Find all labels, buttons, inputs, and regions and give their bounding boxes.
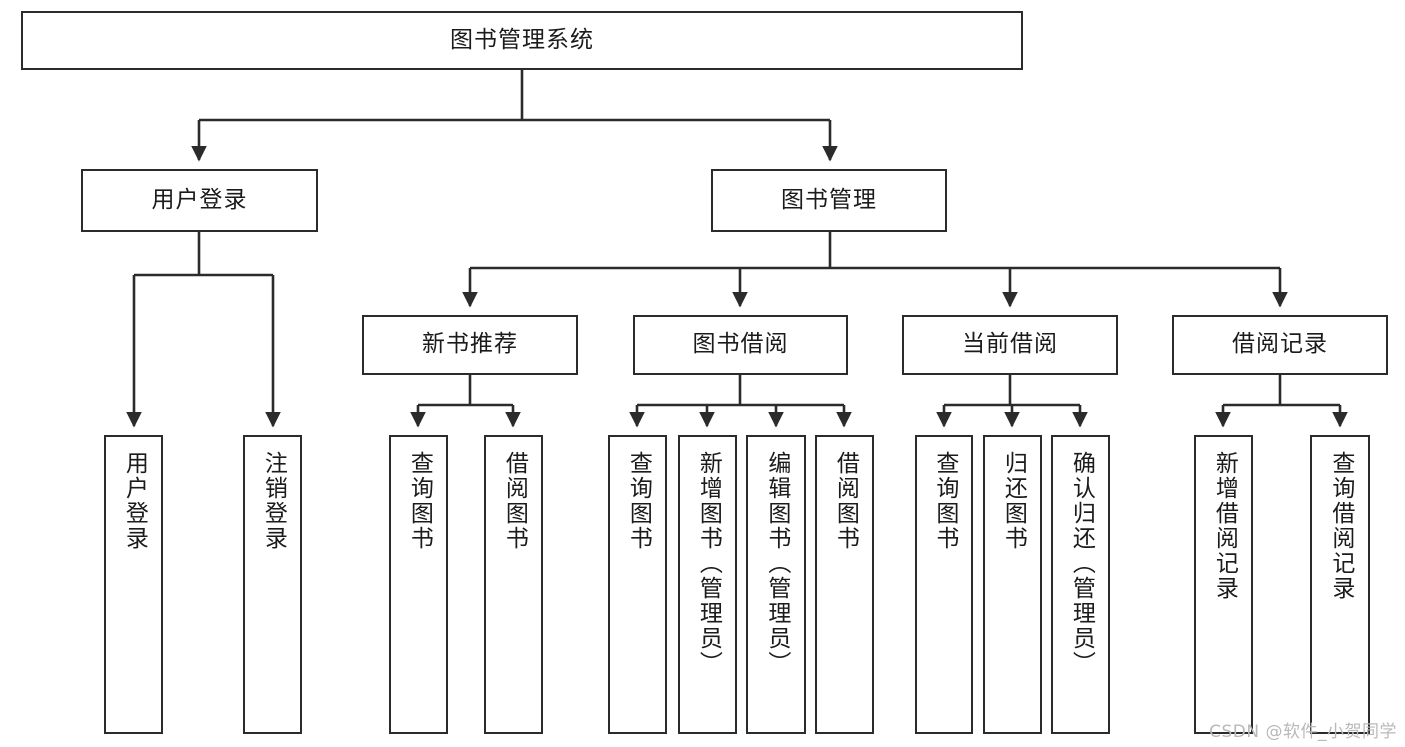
node-user-login[interactable]: 用户登录 — [81, 169, 318, 232]
node-book-management-label: 图书管理 — [781, 186, 877, 213]
leaf-user-login-label: 用户登录 — [121, 451, 148, 551]
leaf-query-book-current[interactable]: 查询图书 — [915, 435, 973, 734]
leaf-add-book-admin[interactable]: 新增图书（管理员） — [678, 435, 737, 734]
leaf-query-borrow-record[interactable]: 查询借阅记录 — [1310, 435, 1370, 734]
watermark: CSDN @软件_小贺同学 — [1209, 722, 1397, 742]
leaf-query-borrow-record-label: 查询借阅记录 — [1327, 451, 1354, 601]
node-new-book-recommend[interactable]: 新书推荐 — [362, 315, 578, 375]
node-new-book-recommend-label: 新书推荐 — [422, 331, 518, 358]
leaf-add-borrow-record-label: 新增借阅记录 — [1211, 451, 1238, 601]
leaf-add-book-admin-label: 新增图书（管理员） — [695, 451, 722, 676]
leaf-borrow-book-recommend-label: 借阅图书 — [501, 451, 528, 551]
leaf-edit-book-admin-label: 编辑图书（管理员） — [763, 451, 790, 676]
leaf-add-borrow-record[interactable]: 新增借阅记录 — [1194, 435, 1253, 734]
leaf-logout-login-label: 注销登录 — [260, 451, 287, 551]
leaf-query-book-current-label: 查询图书 — [931, 451, 958, 551]
leaf-return-book[interactable]: 归还图书 — [983, 435, 1042, 734]
leaf-query-book-recommend[interactable]: 查询图书 — [389, 435, 448, 734]
leaf-edit-book-admin[interactable]: 编辑图书（管理员） — [746, 435, 806, 734]
node-current-borrow-label: 当前借阅 — [962, 331, 1058, 358]
node-user-login-label: 用户登录 — [151, 186, 248, 213]
node-root-label: 图书管理系统 — [450, 26, 594, 53]
node-book-borrow[interactable]: 图书借阅 — [633, 315, 848, 375]
node-book-management[interactable]: 图书管理 — [711, 169, 947, 232]
leaf-query-book-borrow-label: 查询图书 — [625, 451, 652, 551]
node-borrow-record-label: 借阅记录 — [1232, 331, 1328, 358]
leaf-borrow-book-recommend[interactable]: 借阅图书 — [484, 435, 543, 734]
leaf-query-book-borrow[interactable]: 查询图书 — [608, 435, 667, 734]
leaf-confirm-return-admin[interactable]: 确认归还（管理员） — [1051, 435, 1110, 734]
node-borrow-record[interactable]: 借阅记录 — [1172, 315, 1388, 375]
leaf-return-book-label: 归还图书 — [1000, 451, 1027, 551]
leaf-borrow-book-label: 借阅图书 — [832, 451, 859, 551]
leaf-borrow-book[interactable]: 借阅图书 — [815, 435, 874, 734]
leaf-confirm-return-admin-label: 确认归还（管理员） — [1068, 451, 1095, 676]
leaf-logout-login[interactable]: 注销登录 — [243, 435, 302, 734]
node-current-borrow[interactable]: 当前借阅 — [902, 315, 1118, 375]
leaf-query-book-recommend-label: 查询图书 — [406, 451, 433, 551]
leaf-user-login[interactable]: 用户登录 — [104, 435, 163, 734]
node-root[interactable]: 图书管理系统 — [21, 11, 1023, 70]
node-book-borrow-label: 图书借阅 — [692, 331, 789, 358]
